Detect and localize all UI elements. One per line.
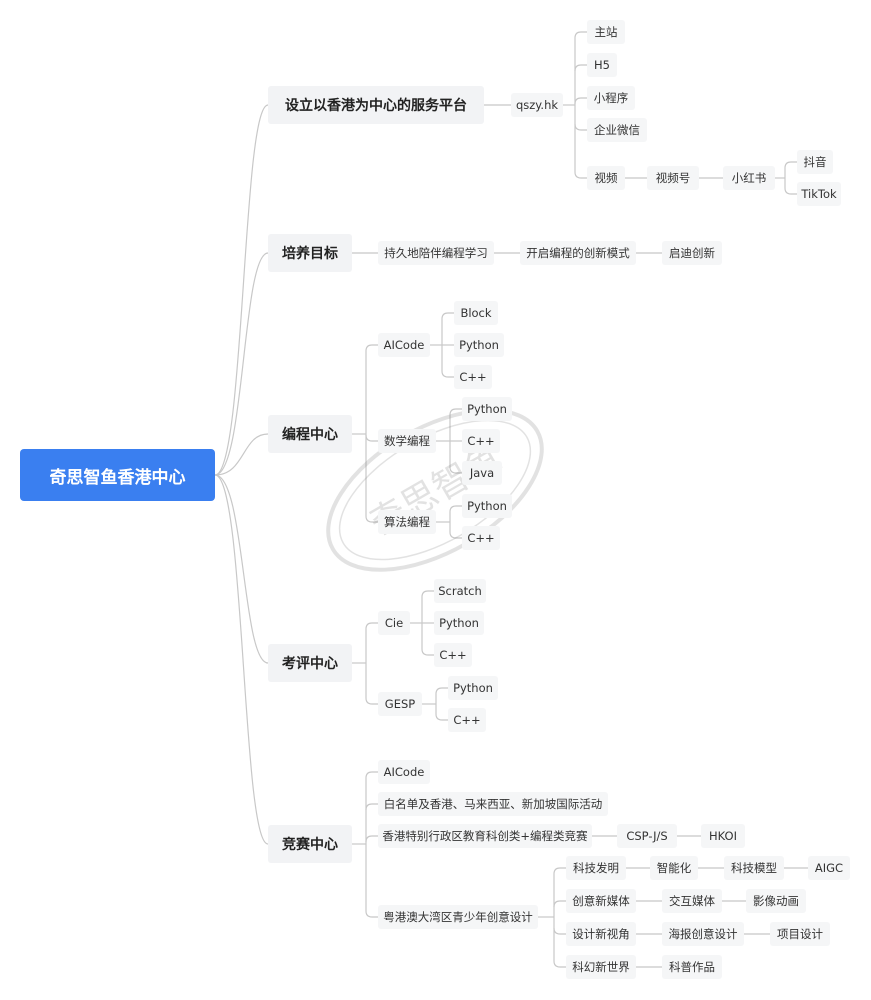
gba-new-media[interactable]: 创意新媒体 (566, 889, 636, 913)
channel-mini-program[interactable]: 小程序 (587, 86, 635, 110)
comp-aicode[interactable]: AICode (378, 760, 430, 784)
comp-csp[interactable]: CSP-J/S (617, 824, 677, 848)
gba-aigc[interactable]: AIGC (808, 856, 850, 880)
gba-scifi-world[interactable]: 科幻新世界 (566, 955, 636, 979)
branch-coding[interactable]: 编程中心 (268, 415, 352, 453)
assess-gesp-cpp[interactable]: C++ (448, 708, 486, 732)
assess-gesp[interactable]: GESP (378, 692, 422, 716)
comp-hkoi[interactable]: HKOI (701, 824, 745, 848)
coding-math[interactable]: 数学编程 (378, 429, 436, 453)
coding-algo[interactable]: 算法编程 (378, 510, 436, 534)
gba-tech-invention[interactable]: 科技发明 (566, 856, 626, 880)
coding-math-python[interactable]: Python (462, 397, 512, 421)
gba-animation[interactable]: 影像动画 (746, 889, 806, 913)
assess-cie-scratch[interactable]: Scratch (434, 579, 486, 603)
branch-assessment[interactable]: 考评中心 (268, 644, 352, 682)
channel-video[interactable]: 视频 (587, 166, 625, 190)
platform-domain[interactable]: qszy.hk (511, 93, 563, 117)
assess-cie[interactable]: Cie (378, 611, 410, 635)
gba-intelligent[interactable]: 智能化 (650, 856, 698, 880)
assess-cie-python[interactable]: Python (434, 611, 484, 635)
gba-design-view[interactable]: 设计新视角 (566, 922, 636, 946)
gba-poster-design[interactable]: 海报创意设计 (662, 922, 744, 946)
goal-3[interactable]: 启迪创新 (662, 241, 722, 265)
goal-1[interactable]: 持久地陪伴编程学习 (378, 241, 494, 265)
channel-douyin[interactable]: 抖音 (797, 150, 833, 174)
gba-popsci-work[interactable]: 科普作品 (662, 955, 722, 979)
coding-aicode-block[interactable]: Block (454, 301, 498, 325)
coding-math-cpp[interactable]: C++ (462, 429, 500, 453)
coding-algo-cpp[interactable]: C++ (462, 526, 500, 550)
assess-gesp-python[interactable]: Python (448, 676, 498, 700)
coding-math-java[interactable]: Java (462, 461, 502, 485)
comp-whitelist[interactable]: 白名单及香港、马来西亚、新加坡国际活动 (378, 792, 608, 816)
coding-aicode[interactable]: AICode (378, 333, 430, 357)
channel-h5[interactable]: H5 (587, 53, 617, 77)
comp-edb[interactable]: 香港特别行政区教育科创类+编程类竞赛 (378, 824, 592, 848)
channel-main-site[interactable]: 主站 (587, 20, 625, 44)
gba-tech-model[interactable]: 科技模型 (724, 856, 784, 880)
channel-shipinhao[interactable]: 视频号 (647, 166, 699, 190)
channel-tiktok[interactable]: TikTok (797, 182, 841, 206)
gba-interactive-media[interactable]: 交互媒体 (662, 889, 722, 913)
channel-wecom[interactable]: 企业微信 (587, 118, 647, 142)
coding-aicode-cpp[interactable]: C++ (454, 365, 492, 389)
root-node[interactable]: 奇思智鱼香港中心 (20, 449, 215, 501)
assess-cie-cpp[interactable]: C++ (434, 643, 472, 667)
branch-platform[interactable]: 设立以香港为中心的服务平台 (268, 86, 484, 124)
comp-gba[interactable]: 粤港澳大湾区青少年创意设计 (378, 905, 538, 929)
branch-goal[interactable]: 培养目标 (268, 234, 352, 272)
goal-2[interactable]: 开启编程的创新模式 (520, 241, 636, 265)
channel-xiaohongshu[interactable]: 小红书 (723, 166, 775, 190)
coding-aicode-python[interactable]: Python (454, 333, 504, 357)
branch-competition[interactable]: 竞赛中心 (268, 825, 352, 863)
coding-algo-python[interactable]: Python (462, 494, 512, 518)
gba-project-design[interactable]: 项目设计 (770, 922, 830, 946)
